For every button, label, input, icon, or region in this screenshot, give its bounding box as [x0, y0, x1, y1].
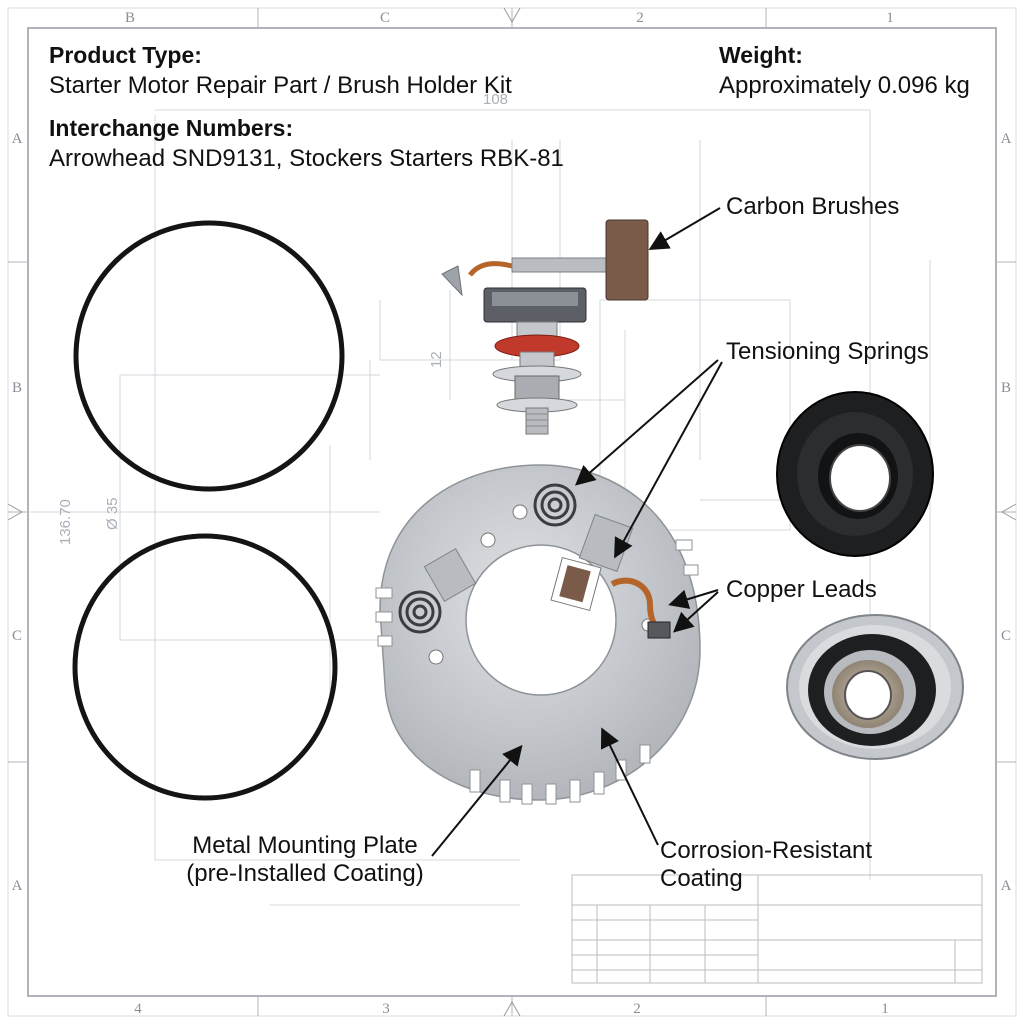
- drawing-frame: [7, 7, 1017, 1017]
- ball-bearing: [786, 614, 964, 760]
- callout-coating-line1: Corrosion-Resistant: [660, 837, 873, 864]
- left-marker: C: [12, 628, 22, 644]
- right-marker: C: [1001, 628, 1011, 644]
- callout-tensioning-springs: Tensioning Springs: [726, 338, 929, 365]
- oil-seal: [776, 391, 934, 557]
- callout-carbon-brushes: Carbon Brushes: [726, 193, 900, 220]
- callout-coating: Corrosion-Resistant Coating: [660, 837, 872, 893]
- left-marker: B: [12, 380, 22, 396]
- callout-mounting-plate-line1: Metal Mounting Plate: [192, 832, 418, 859]
- callout-mounting-plate: Metal Mounting Plate (pre-Installed Coat…: [180, 832, 430, 888]
- top-marker: 1: [886, 10, 894, 26]
- dim-label: 108: [483, 91, 508, 108]
- top-marker: C: [380, 10, 390, 26]
- product-type-label: Product Type:: [49, 42, 202, 68]
- lead-terminal: [647, 621, 671, 639]
- callout-coating-line2: Coating: [660, 865, 743, 892]
- dim-label: 12: [428, 351, 445, 368]
- interchange-value: Arrowhead SND9131, Stockers Starters RBK…: [49, 145, 564, 172]
- top-marker: B: [125, 10, 135, 26]
- left-marker: A: [12, 131, 23, 147]
- right-marker: A: [1001, 131, 1012, 147]
- right-marker: B: [1001, 380, 1011, 396]
- leader-lines: [431, 207, 723, 857]
- brush-terminal-assembly: [441, 219, 649, 435]
- top-marker: 2: [636, 10, 644, 26]
- bottom-marker: 4: [134, 1001, 142, 1017]
- o-ring-upper: [73, 220, 345, 492]
- callout-copper-leads: Copper Leads: [726, 576, 877, 603]
- interchange-label: Interchange Numbers:: [49, 115, 294, 141]
- bottom-marker: 2: [633, 1001, 641, 1017]
- weight-value: Approximately 0.096 kg: [719, 72, 970, 99]
- weight-label: Weight:: [719, 42, 803, 68]
- carbon-brush-installed: [559, 565, 591, 603]
- o-ring-lower: [72, 533, 338, 801]
- right-marker: A: [1001, 878, 1012, 894]
- product-type-value: Starter Motor Repair Part / Brush Holder…: [49, 72, 512, 99]
- bottom-marker: 1: [881, 1001, 889, 1017]
- carbon-brush-block: [605, 219, 649, 301]
- dim-label: Ø 35: [104, 497, 121, 530]
- left-marker: A: [12, 878, 23, 894]
- tensioning-springs: [398, 483, 577, 634]
- dim-label: 136.70: [57, 499, 74, 545]
- title-block: [571, 874, 983, 984]
- dimension-labels: 108 12 Ø 35 136.70: [57, 91, 508, 545]
- border-markers: B C 2 1 4 3 2 1 A B C A A B C A: [12, 10, 1012, 1017]
- bottom-marker: 3: [382, 1001, 390, 1017]
- callout-mounting-plate-line2: (pre-Installed Coating): [186, 860, 424, 887]
